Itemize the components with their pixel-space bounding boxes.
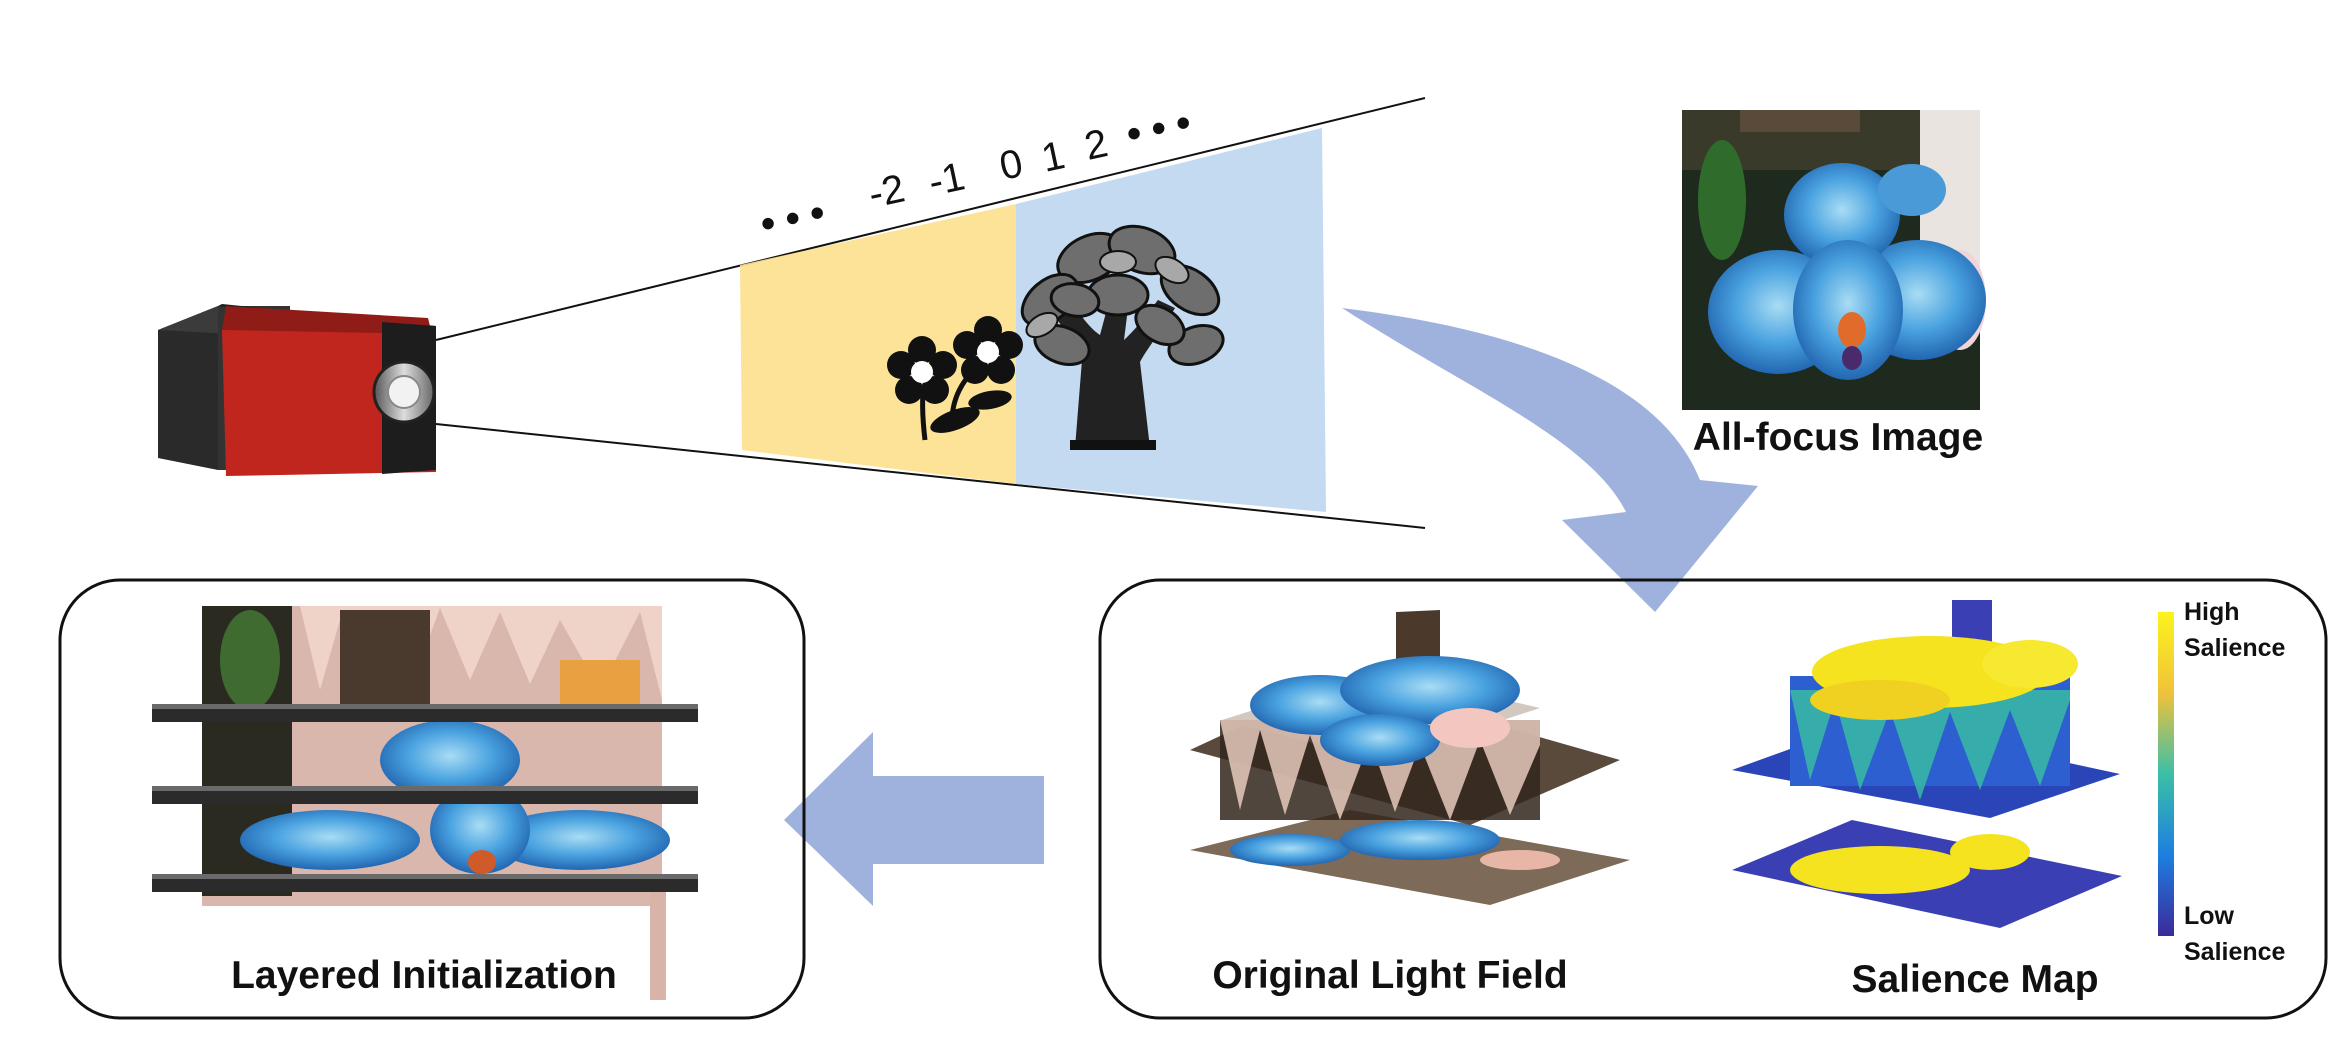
- left-arrow: [784, 732, 1044, 906]
- salience-colorbar: [2158, 612, 2174, 936]
- focal-label-1: 1: [1038, 133, 1069, 181]
- all-focus-label: All-focus Image: [1693, 416, 1983, 459]
- flowers-icon: [887, 316, 1023, 441]
- original-light-field-label: Original Light Field: [1212, 954, 1567, 997]
- layered-initialization-surface: [152, 606, 698, 1000]
- focal-label-dots-right: • • •: [1123, 100, 1195, 156]
- focal-label-minus2: -2: [865, 166, 909, 216]
- curved-arrow: [1342, 308, 1758, 612]
- layered-initialization-label: Layered Initialization: [231, 954, 617, 997]
- colorbar-high-unit: Salience: [2184, 634, 2286, 662]
- salience-map-label: Salience Map: [1851, 958, 2098, 1001]
- frustum-top-line: [435, 97, 1426, 341]
- colorbar-low-label: Low: [2184, 902, 2235, 930]
- frustum-bottom-line: [435, 423, 1426, 529]
- all-focus-image: [1682, 110, 1986, 410]
- salience-map-surface: [1732, 600, 2122, 928]
- colorbar-high-label: High: [2184, 598, 2240, 626]
- tree-icon: [1020, 224, 1225, 450]
- focal-label-2: 2: [1081, 121, 1112, 169]
- focal-label-minus1: -1: [925, 154, 969, 204]
- light-field-panel: [1098, 578, 2328, 1020]
- colorbar-low-unit: Salience: [2184, 938, 2286, 966]
- camera: [158, 304, 436, 476]
- original-light-field-surface: [1190, 610, 1630, 905]
- layered-initialization-panel: [58, 578, 806, 1020]
- focal-label-0: 0: [996, 141, 1027, 189]
- focal-label-dots-left: • • •: [757, 190, 829, 246]
